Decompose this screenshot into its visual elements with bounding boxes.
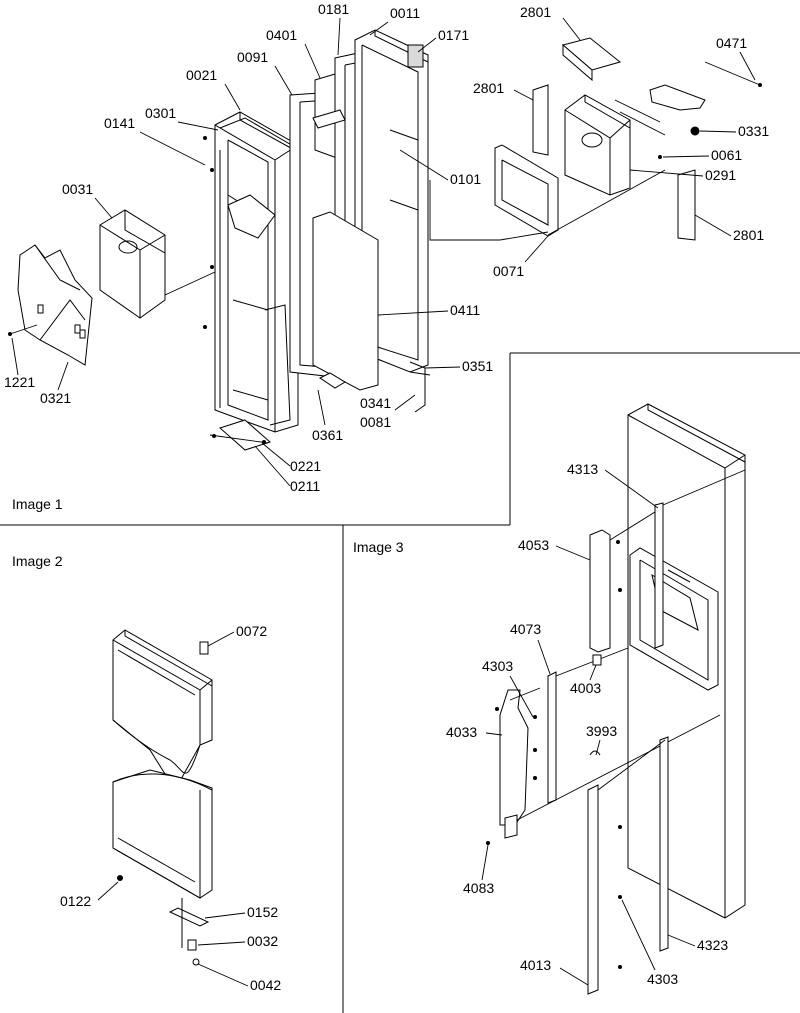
label-0411: 0411 bbox=[450, 302, 480, 318]
label-4003: 4003 bbox=[570, 680, 601, 696]
part-2801-left-block bbox=[532, 84, 549, 156]
part-0021-frame bbox=[214, 111, 299, 433]
label-0141: 0141 bbox=[104, 115, 135, 131]
label-0122: 0122 bbox=[60, 893, 91, 909]
label-0331: 0331 bbox=[738, 123, 769, 139]
part-0471-rail bbox=[649, 61, 761, 111]
label-0341: 0341 bbox=[360, 395, 391, 411]
label-0152: 0152 bbox=[247, 904, 278, 920]
image2-title: Image 2 bbox=[12, 553, 63, 569]
part-0361-strip bbox=[319, 372, 346, 389]
label-0401: 0401 bbox=[266, 27, 297, 43]
label-0031: 0031 bbox=[62, 181, 93, 197]
image2-labels: 0072 0122 0152 0032 0042 bbox=[60, 623, 281, 993]
label-0351: 0351 bbox=[462, 358, 493, 374]
image3-drawing bbox=[486, 403, 746, 995]
label-4053: 4053 bbox=[518, 537, 549, 553]
part-0032-bushing bbox=[187, 939, 197, 951]
image3-labels: 4313 4053 4073 4303 4003 4033 3993 4083 … bbox=[446, 461, 728, 987]
label-4013: 4013 bbox=[520, 957, 551, 973]
part-0071-frame bbox=[494, 144, 559, 237]
label-4073: 4073 bbox=[510, 621, 541, 637]
label-1221: 1221 bbox=[4, 374, 35, 390]
part-4053-panel bbox=[589, 529, 611, 653]
part-4003-clip bbox=[592, 654, 602, 666]
label-2801-left: 2801 bbox=[473, 80, 504, 96]
label-0081: 0081 bbox=[360, 414, 391, 430]
part-4313-strip bbox=[654, 502, 664, 649]
label-0061: 0061 bbox=[711, 147, 742, 163]
part-3993-clip bbox=[589, 750, 601, 756]
part-0291-dispenser-housing bbox=[564, 94, 631, 196]
label-0471: 0471 bbox=[716, 35, 747, 51]
label-0321: 0321 bbox=[40, 390, 71, 406]
part-0171-hinge bbox=[407, 44, 424, 68]
label-0072: 0072 bbox=[236, 623, 267, 639]
image1-drawing bbox=[8, 29, 762, 451]
label-4303-lower: 4303 bbox=[647, 971, 678, 987]
label-0091: 0091 bbox=[237, 49, 268, 65]
label-0301: 0301 bbox=[145, 105, 176, 121]
label-0021: 0021 bbox=[186, 67, 217, 83]
image3-title: Image 3 bbox=[353, 539, 404, 555]
part-0072-bolt bbox=[199, 641, 209, 655]
label-0221: 0221 bbox=[290, 458, 321, 474]
label-0042: 0042 bbox=[250, 977, 281, 993]
label-0032: 0032 bbox=[247, 933, 278, 949]
label-4303-upper: 4303 bbox=[482, 658, 513, 674]
label-0361: 0361 bbox=[312, 427, 343, 443]
label-0291: 0291 bbox=[705, 167, 736, 183]
label-4083: 4083 bbox=[463, 880, 494, 896]
part-2801-right-block bbox=[677, 169, 696, 241]
label-2801-top: 2801 bbox=[520, 4, 551, 20]
part-0152-hinge bbox=[168, 907, 210, 927]
image1-title: Image 1 bbox=[12, 496, 63, 512]
part-0042-screw bbox=[192, 958, 200, 966]
label-0211: 0211 bbox=[290, 478, 320, 494]
part-0351-bracket bbox=[409, 361, 431, 413]
part-4013-strip bbox=[587, 784, 599, 995]
label-0171: 0171 bbox=[438, 27, 469, 43]
label-4033: 4033 bbox=[446, 724, 477, 740]
part-0031-housing bbox=[99, 209, 166, 319]
image2-drawing bbox=[112, 629, 213, 966]
part-0321-shield bbox=[17, 244, 93, 366]
part-4323-strip bbox=[659, 736, 669, 952]
panel-dividers bbox=[0, 352, 800, 1013]
part-4033-handle bbox=[499, 689, 529, 826]
label-4323: 4323 bbox=[697, 937, 728, 953]
label-3993: 3993 bbox=[586, 723, 617, 739]
image1-labels: 0181 0011 0171 0401 0091 0021 0301 0141 … bbox=[4, 1, 769, 494]
label-2801-right: 2801 bbox=[733, 227, 764, 243]
label-0011: 0011 bbox=[390, 5, 420, 21]
part-0411-panel bbox=[312, 211, 379, 391]
label-0101: 0101 bbox=[450, 171, 481, 187]
part-2801-top-block bbox=[561, 37, 622, 82]
label-4313: 4313 bbox=[567, 461, 598, 477]
label-0071: 0071 bbox=[493, 263, 524, 279]
label-0181: 0181 bbox=[318, 1, 349, 17]
part-0211-hinge bbox=[219, 419, 271, 451]
part-4073-strip bbox=[547, 671, 557, 804]
